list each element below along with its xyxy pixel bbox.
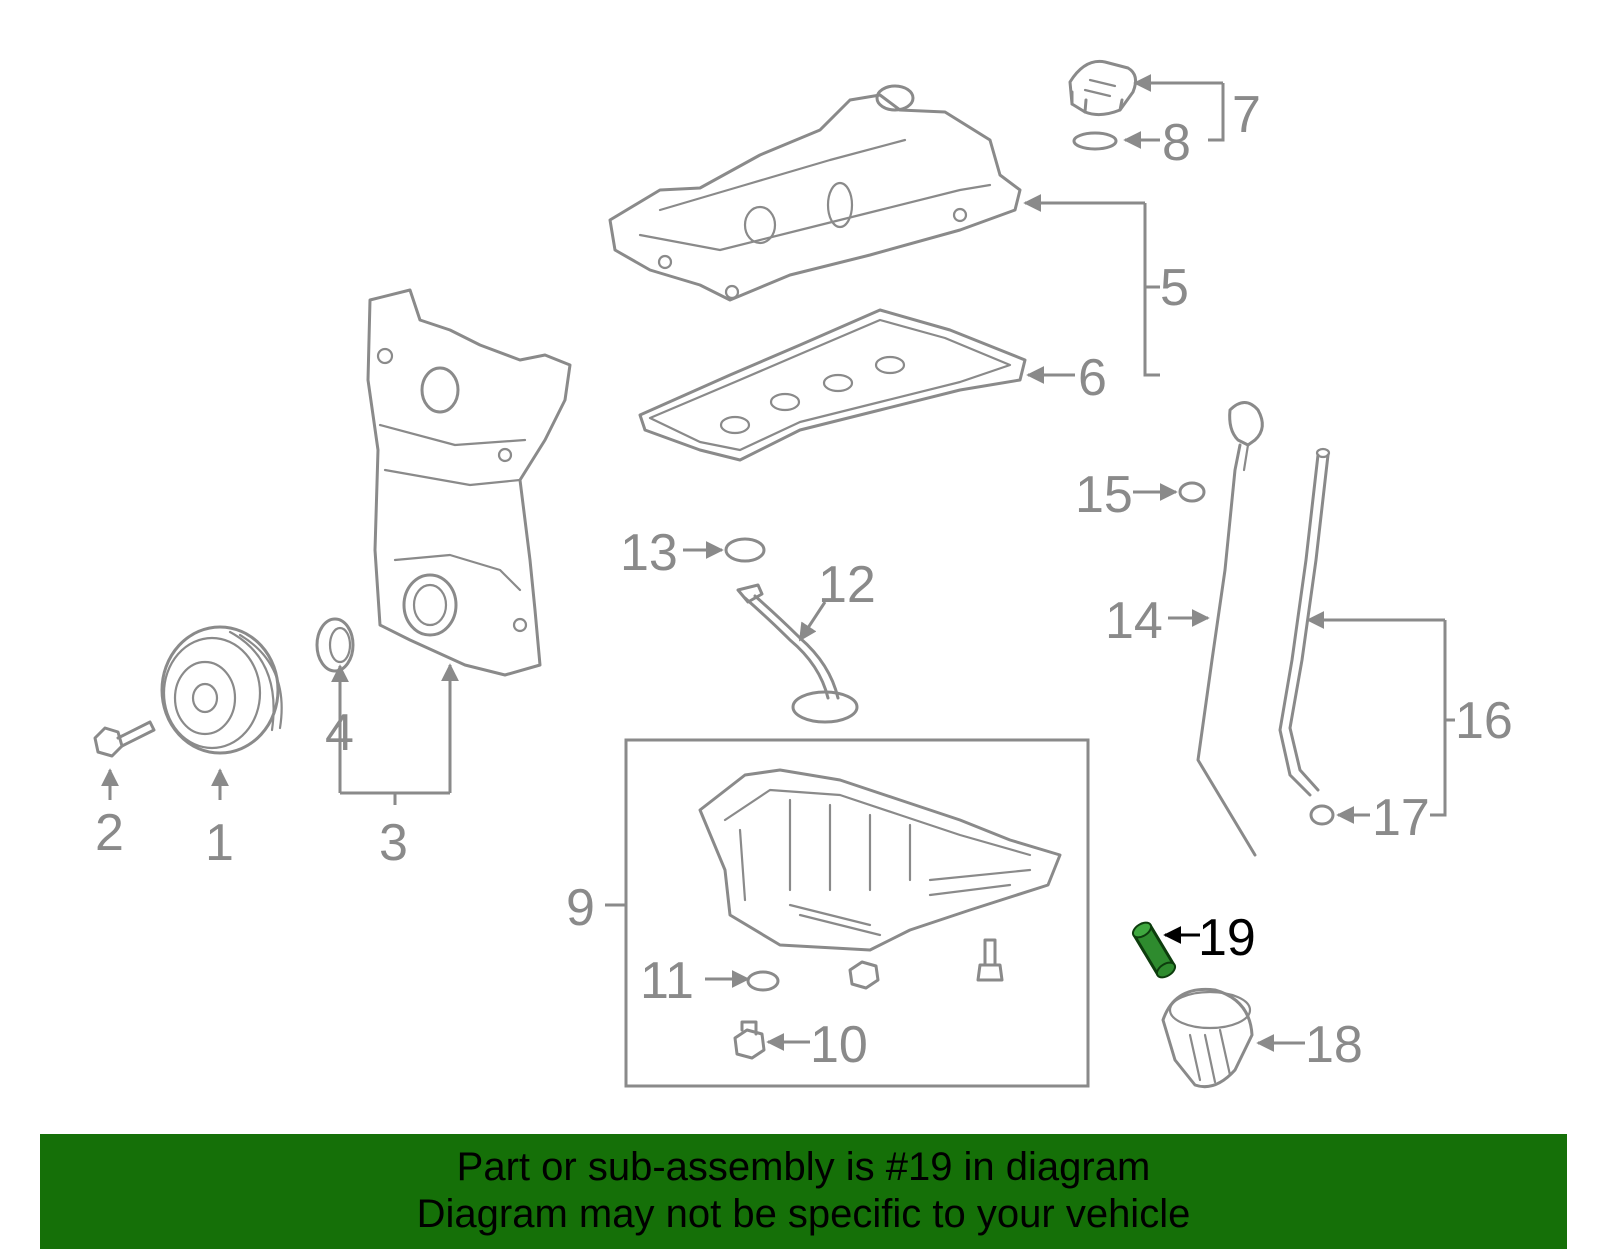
callout-11: 11 xyxy=(640,952,694,1010)
pickup-tube-o-ring xyxy=(724,537,766,563)
banner-line-part: Part or sub-assembly is #19 in diagram xyxy=(456,1145,1151,1189)
oil-dipstick xyxy=(1196,401,1264,857)
valve-cover-gasket xyxy=(638,308,1027,462)
callout-17: 17 xyxy=(1372,789,1430,847)
callout-18: 18 xyxy=(1305,1016,1363,1074)
callout-2: 2 xyxy=(95,804,124,862)
callout-1: 1 xyxy=(205,814,234,872)
callout-4: 4 xyxy=(325,704,354,762)
callout-10: 10 xyxy=(810,1016,868,1074)
callout-13: 13 xyxy=(620,524,678,582)
callout-3: 3 xyxy=(379,814,408,872)
oil-filler-cap xyxy=(1068,59,1138,117)
drain-plug-gasket xyxy=(746,970,780,992)
crankshaft-pulley xyxy=(160,625,283,755)
oil-filter xyxy=(1161,987,1254,1089)
callout-6: 6 xyxy=(1078,349,1107,407)
oil-pan-bolt xyxy=(976,938,1004,982)
callout-16: 16 xyxy=(1455,692,1513,750)
callout-9: 9 xyxy=(566,879,595,937)
callout-14: 14 xyxy=(1105,592,1163,650)
callout-7: 7 xyxy=(1232,86,1261,144)
banner-line-disclaimer: Diagram may not be specific to your vehi… xyxy=(416,1192,1191,1236)
oil-drain-plug xyxy=(733,1020,766,1060)
filler-cap-seal xyxy=(1072,131,1118,151)
callout-5: 5 xyxy=(1160,259,1189,317)
crankshaft-pulley-bolt xyxy=(93,720,156,758)
callout-19: 19 xyxy=(1198,909,1256,967)
timing-chain-cover xyxy=(366,288,572,677)
dipstick-tube-o-ring xyxy=(1309,804,1335,826)
oil-filter-adapter-highlighted xyxy=(1131,921,1177,979)
oil-pan xyxy=(698,768,1062,952)
leader-lines xyxy=(101,83,1455,1052)
callout-15: 15 xyxy=(1075,466,1133,524)
callout-8: 8 xyxy=(1162,114,1191,172)
info-banner: Part or sub-assembly is #19 in diagram D… xyxy=(40,1134,1567,1249)
front-crankshaft-seal xyxy=(315,617,355,673)
dipstick-o-ring xyxy=(1178,481,1206,503)
oil-pan-nut xyxy=(848,960,880,990)
valve-cover xyxy=(608,84,1022,302)
callout-12: 12 xyxy=(818,556,876,614)
oil-pan-assembly-box xyxy=(624,738,1090,1088)
dipstick-tube xyxy=(1278,447,1331,797)
